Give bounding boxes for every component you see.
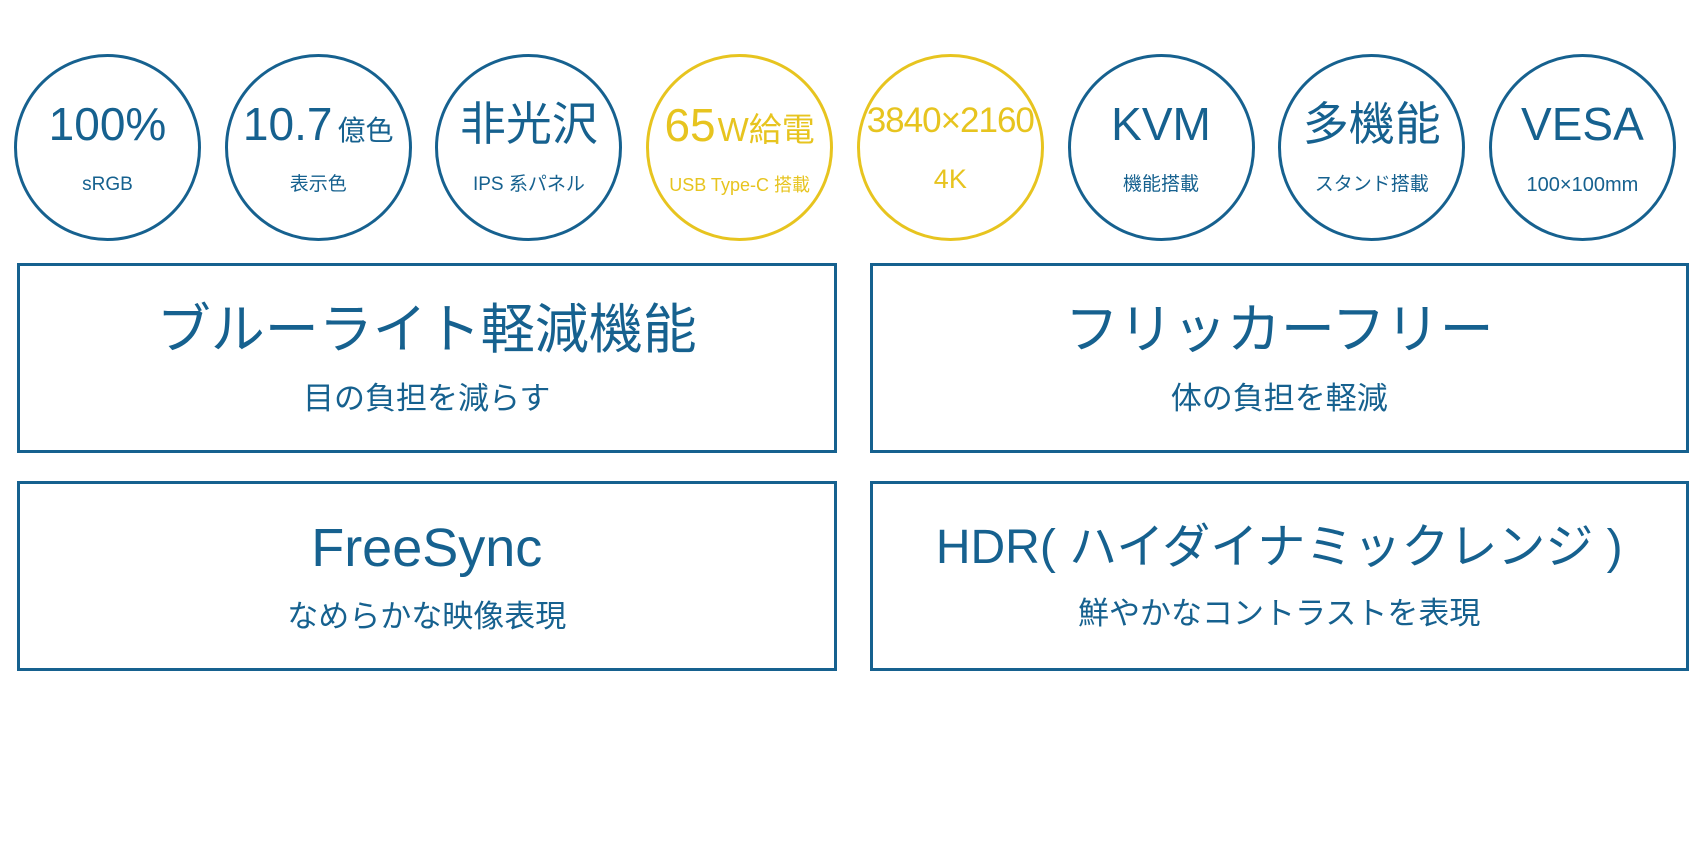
badge-main-text: 多機能 — [1302, 98, 1441, 150]
badge-main-text: 3840×2160 — [866, 100, 1035, 140]
feature-box-subtitle: 目の負担を減らす — [303, 380, 551, 416]
feature-boxes-grid: ブルーライト軽減機能 目の負担を減らす フリッカーフリー 体の負担を軽減 Fre… — [17, 263, 1689, 671]
badge-sub-text: 4K — [933, 163, 967, 194]
badge-main-text: KVM — [1111, 98, 1211, 150]
feature-box-hdr: HDR( ハイダイナミックレンジ ) 鮮やかなコントラストを表現 — [869, 481, 1689, 671]
badge-non-glare-panel: 非光沢 IPS 系パネル — [435, 54, 623, 241]
badge-main-text: 100% — [48, 98, 167, 150]
badge-vesa-mount: VESA 100×100mm — [1488, 54, 1676, 241]
badge-kvm-function: KVM 機能搭載 — [1067, 54, 1255, 241]
badge-sub-text: 機能搭載 — [1123, 174, 1200, 195]
feature-box-title: フリッカーフリー — [1064, 299, 1494, 360]
badge-sub-text: 100×100mm — [1526, 173, 1639, 196]
feature-box-subtitle: 体の負担を軽減 — [1170, 380, 1388, 416]
feature-box-subtitle: なめらかな映像表現 — [287, 598, 567, 634]
badge-sub-text: sRGB — [82, 174, 133, 195]
feature-box-freesync: FreeSync なめらかな映像表現 — [17, 481, 837, 671]
feature-box-title: HDR( ハイダイナミックレンジ ) — [935, 520, 1623, 574]
badge-sub-text: 表示色 — [289, 174, 347, 195]
badge-multifunction-stand: 多機能 スタンド搭載 — [1278, 54, 1466, 241]
feature-box-subtitle: 鮮やかなコントラストを表現 — [1078, 595, 1481, 631]
feature-box-flicker-free: フリッカーフリー 体の負担を軽減 — [869, 263, 1689, 453]
feature-box-bluelight-reduction: ブルーライト軽減機能 目の負担を減らす — [17, 263, 837, 453]
badge-sub-text: IPS 系パネル — [472, 174, 585, 195]
badge-main-text: 非光沢 — [459, 98, 598, 150]
badge-main-text: VESA — [1521, 97, 1644, 150]
badge-4k-resolution: 3840×2160 4K — [856, 54, 1044, 241]
feature-box-title: FreeSync — [311, 517, 543, 578]
badge-sub-text: スタンド搭載 — [1314, 174, 1429, 195]
badge-srgb-coverage: 100% sRGB — [14, 54, 201, 241]
badge-sub-text: USB Type-C 搭載 — [669, 174, 810, 195]
feature-box-title: ブルーライト軽減機能 — [156, 299, 697, 360]
